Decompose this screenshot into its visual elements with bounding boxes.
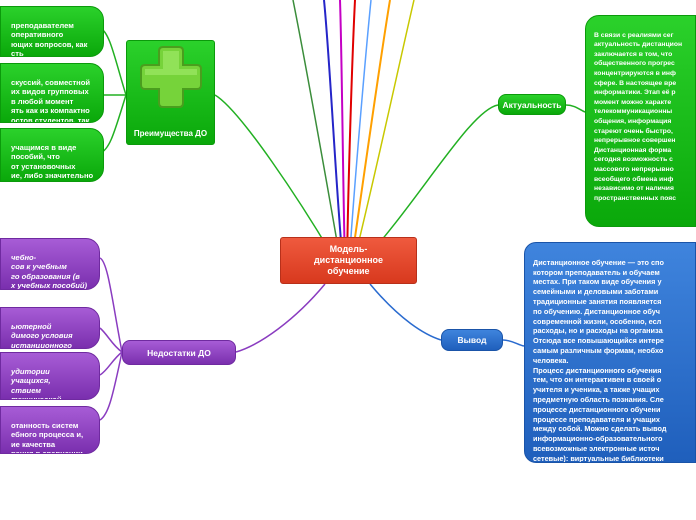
relevance-text-box[interactable]: В связи с реалиями сег актуальность дист… [585,15,696,227]
advantage-item-3[interactable]: учащимся в виде пособий, что от установо… [0,128,104,182]
advantages-node[interactable]: Преимущества ДО [126,40,215,145]
advantages-label: Преимущества ДО [133,129,208,138]
advantage-item-2[interactable]: скуссий, совместной их видов групповых в… [0,63,104,123]
output-label: Вывод [457,335,487,345]
disadvantage-item-4[interactable]: отанность систем ебного процесса и, ие к… [0,406,100,454]
output-text: Дистанционное обучение — это спо котором… [533,257,667,463]
disadvantage-item-1-text: чебно- сов к учебным го образования (в х… [11,252,88,290]
disadvantage-item-2-text: ьютерной димого условия истанционного [11,321,73,349]
advantage-item-2-text: скуссий, совместной их видов групповых в… [11,77,91,123]
output-text-box[interactable]: Дистанционное обучение — это спо котором… [524,242,696,463]
output-node[interactable]: Вывод [441,329,503,351]
disadvantages-node[interactable]: Недостатки ДО [122,340,236,365]
central-topic-title: Модель- дистанционное обучение [313,244,384,276]
disadvantages-label: Недостатки ДО [147,347,211,358]
advantage-item-3-text: учащимся в виде пособий, что от установо… [11,142,94,181]
central-topic[interactable]: Модель- дистанционное обучение [280,237,417,284]
disadvantage-item-3[interactable]: удитории учащихся, ствием технической уч… [0,352,100,400]
advantage-item-1-text: преподавателем оперативного ющих вопросо… [11,20,88,57]
relevance-label: Актуальность [502,99,562,110]
disadvantage-item-4-text: отанность систем ебного процесса и, ие к… [11,420,84,454]
disadvantage-item-3-text: удитории учащихся, ствием технической уч… [11,366,62,400]
relevance-text: В связи с реалиями сег актуальность дист… [594,31,683,202]
disadvantage-item-1[interactable]: чебно- сов к учебным го образования (в х… [0,238,100,290]
advantage-item-1[interactable]: преподавателем оперативного ющих вопросо… [0,6,104,57]
disadvantage-item-2[interactable]: ьютерной димого условия истанционного [0,307,100,349]
plus-icon [140,46,202,108]
relevance-node[interactable]: Актуальность [498,94,566,115]
